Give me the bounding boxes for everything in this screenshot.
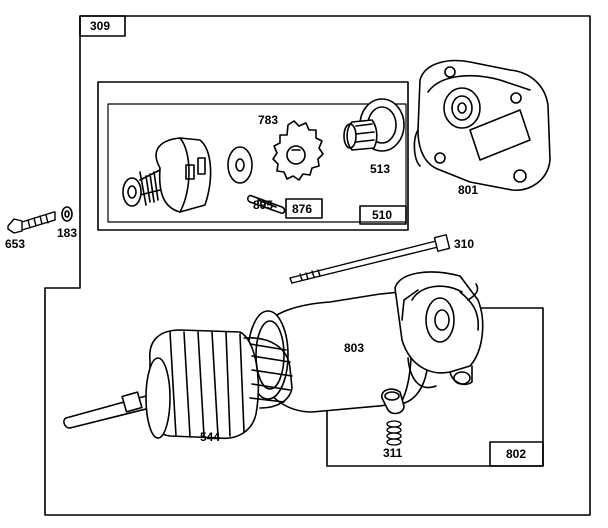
label-part-783: 783 bbox=[258, 113, 279, 127]
washer-183 bbox=[62, 207, 72, 221]
label-kit-510: 510 bbox=[372, 208, 393, 222]
label-part-544: 544 bbox=[200, 430, 221, 444]
label-part-801: 801 bbox=[458, 183, 479, 197]
frame-label-box bbox=[80, 16, 125, 36]
terminal-stud bbox=[382, 389, 404, 413]
kit-510-outer-box bbox=[98, 82, 408, 230]
roll-pin-895 bbox=[248, 196, 285, 214]
thru-bolt-310 bbox=[290, 235, 450, 283]
bolt-653 bbox=[8, 212, 55, 233]
drive-pinion-assembly bbox=[123, 138, 211, 212]
kit-510-inner-box bbox=[108, 104, 406, 222]
label-frame-309: 309 bbox=[90, 19, 111, 33]
spring-311 bbox=[387, 421, 401, 445]
label-part-895: 895 bbox=[253, 198, 274, 212]
gear-783 bbox=[273, 121, 323, 180]
bushing-513 bbox=[344, 99, 404, 151]
label-housing-kit-802: 802 bbox=[506, 447, 527, 461]
label-part-311: 311 bbox=[383, 446, 403, 460]
label-part-183: 183 bbox=[57, 226, 78, 240]
box-802-label-box bbox=[490, 442, 543, 466]
housing-801 bbox=[414, 61, 550, 191]
label-part-653: 653 bbox=[5, 237, 26, 251]
label-part-513: 513 bbox=[370, 162, 391, 176]
label-part-803: 803 bbox=[344, 341, 365, 355]
label-part-876: 876 bbox=[292, 202, 313, 216]
frame-outline bbox=[45, 16, 590, 515]
thin-washer bbox=[228, 147, 252, 183]
armature-544 bbox=[64, 330, 292, 438]
part-876-label-box bbox=[286, 199, 322, 218]
end-cap bbox=[395, 272, 483, 388]
kit-510-label-box bbox=[360, 206, 406, 224]
label-part-310: 310 bbox=[454, 237, 475, 251]
